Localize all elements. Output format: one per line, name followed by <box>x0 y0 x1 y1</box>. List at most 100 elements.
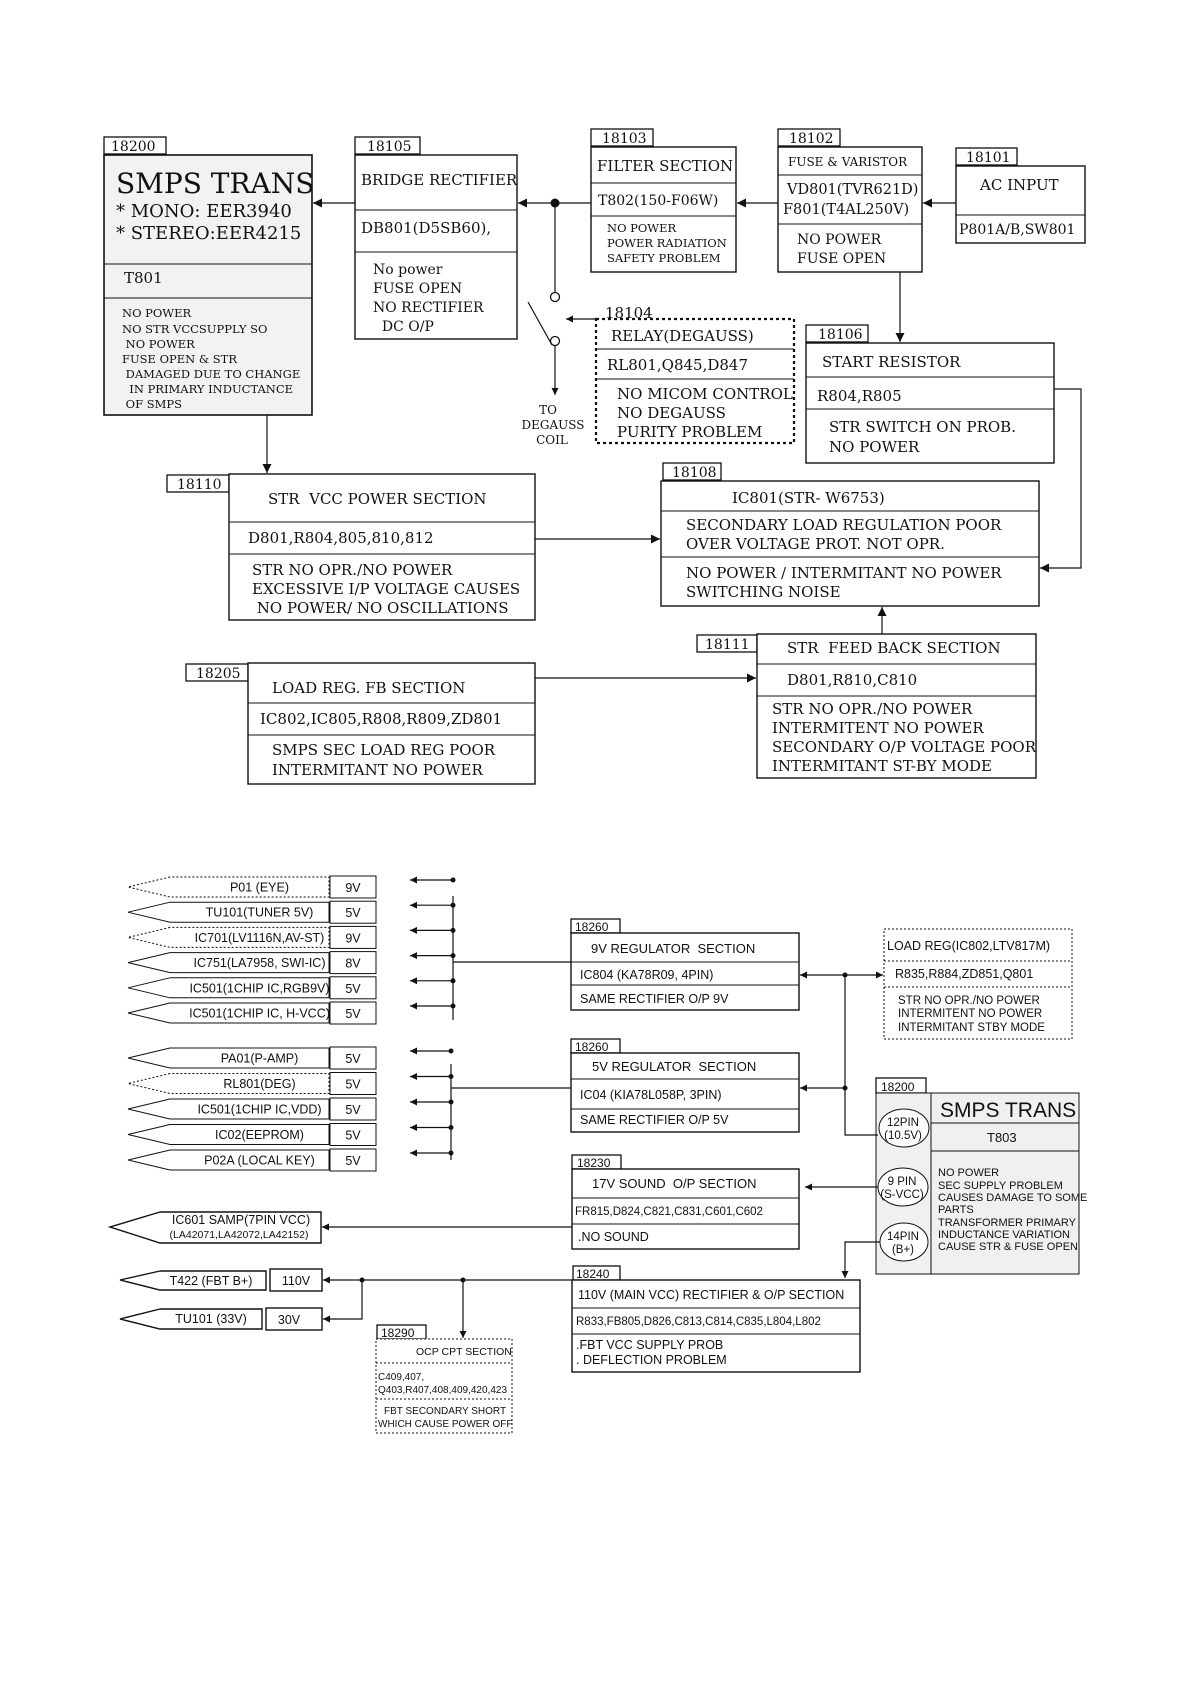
9v-regulator-code: 18260 <box>575 920 609 934</box>
ic801-note: SWITCHING NOISE <box>686 583 841 601</box>
smps-trans-note: NO POWER <box>122 306 192 320</box>
ic601-label: IC601 SAMP(7PIN VCC) <box>172 1213 310 1227</box>
ocp-cpt-code: 18290 <box>381 1326 415 1340</box>
output-row: IC501(1CHIP IC, H-VCC)5V <box>127 1001 456 1025</box>
17v-sound-title: 17V SOUND O/P SECTION <box>592 1176 756 1191</box>
smps-trans-note: NO STR VCCSUPPLY SO <box>122 322 267 336</box>
output-label: IC701(LV1116N,AV-ST) <box>195 931 325 945</box>
17v-sound-block: 18230 17V SOUND O/P SECTION FR815,D824,C… <box>571 1154 800 1250</box>
smps-trans-lower-note: TRANSFORMER PRIMARY <box>938 1217 1077 1229</box>
load-reg-ic802-part: R835,R884,ZD851,Q801 <box>895 967 1033 981</box>
upper-connection-lines <box>262 198 1082 683</box>
str-vcc-power-note: EXCESSIVE I/P VOLTAGE CAUSES <box>252 580 520 598</box>
ocp-cpt-part: C409,407, <box>378 1372 424 1383</box>
voltage-box <box>329 1123 377 1146</box>
filter-section-block: 18103 FILTER SECTION T802(150-F06W) NO P… <box>590 128 737 273</box>
start-resistor-block: 18106 START RESISTOR R804,R805 STR SWITC… <box>805 324 1055 464</box>
voltage-label: 8V <box>345 957 361 971</box>
bridge-rectifier-code: 18105 <box>367 139 412 155</box>
smps-trans-lower-note: SEC SUPPLY PROBLEM <box>938 1180 1063 1192</box>
filter-section-title: FILTER SECTION <box>597 157 733 175</box>
start-resistor-title: START RESISTOR <box>822 353 961 371</box>
output-row: P01 (EYE)9V <box>127 875 456 899</box>
tu101-33v-label: TU101 (33V) <box>175 1312 247 1326</box>
relay-degauss-code: 18104 <box>605 304 653 322</box>
degauss-label-line: DEGAUSS <box>522 418 585 432</box>
ic801-note: NO POWER / INTERMITANT NO POWER <box>686 564 1002 582</box>
voltage-label: 5V <box>345 1129 361 1143</box>
output-label: PA01(P-AMP) <box>221 1052 299 1066</box>
output-row: IC701(LV1116N,AV-ST) 9V <box>127 925 456 949</box>
relay-switch-blade <box>527 301 553 346</box>
str-feedback-code: 18111 <box>705 637 750 653</box>
5v-regulator-code: 18260 <box>575 1040 609 1054</box>
17v-sound-note: .NO SOUND <box>578 1230 649 1244</box>
fuse-varistor-note: FUSE OPEN <box>797 251 886 267</box>
ic801-block: 18108 IC801(STR- W6753) SECONDARY LOAD R… <box>660 462 1040 607</box>
output-row: TU101(TUNER 5V)5V <box>127 900 456 924</box>
9v-regulator-note: SAME RECTIFIER O/P 9V <box>580 992 729 1006</box>
voltage-label: 5V <box>345 1078 361 1092</box>
switch-contact <box>549 335 561 347</box>
str-vcc-power-title: STR VCC POWER SECTION <box>268 490 487 508</box>
bridge-rectifier-note: NO RECTIFIER <box>373 300 484 316</box>
voltage-label: 9V <box>345 931 361 945</box>
9v-regulator-title: 9V REGULATOR SECTION <box>591 941 755 956</box>
smps-trans-note: OF SMPS <box>122 397 182 411</box>
smps-trans-lower-part: T803 <box>987 1130 1017 1145</box>
smps-trans-note: NO POWER <box>122 337 195 351</box>
ic801-mid: SECONDARY LOAD REGULATION POOR <box>686 516 1002 534</box>
pin-14: 14PIN (B+) <box>879 1222 929 1262</box>
str-vcc-power-code: 18110 <box>177 477 222 493</box>
load-reg-ic802-block: LOAD REG(IC802,LTV817M) R835,R884,ZD851,… <box>883 928 1073 1040</box>
str-feedback-note: INTERMITANT ST-BY MODE <box>772 757 992 775</box>
str-feedback-note: INTERMITENT NO POWER <box>772 719 984 737</box>
switch-contact <box>549 291 561 303</box>
output-row: PA01(P-AMP)5V <box>127 1046 454 1070</box>
fuse-varistor-note: NO POWER <box>797 232 882 248</box>
output-row: IC501(1CHIP IC,VDD)5V <box>127 1097 454 1121</box>
load-reg-ic802-note: STR NO OPR./NO POWER <box>898 995 1040 1007</box>
degauss-coil-label: TO DEGAUSS COIL <box>522 403 585 447</box>
str-vcc-power-part: D801,R804,805,810,812 <box>248 529 434 547</box>
voltage-box <box>329 925 377 949</box>
output-row: RL801(DEG) 5V <box>127 1072 454 1095</box>
output-label: RL801(DEG) <box>223 1077 295 1091</box>
smps-trans-title: SMPS TRANS <box>116 167 314 200</box>
output-row: P02A (LOCAL KEY) 5V <box>127 1148 454 1172</box>
relay-degauss-note: PURITY PROBLEM <box>617 423 762 441</box>
5v-regulator-title: 5V REGULATOR SECTION <box>592 1059 756 1074</box>
output-label: IC02(EEPROM) <box>215 1128 304 1142</box>
smps-trans-note: DAMAGED DUE TO CHANGE <box>122 367 300 381</box>
ocp-cpt-part: Q403,R407,408,409,420,423 <box>378 1385 507 1396</box>
output-label: P02A (LOCAL KEY) <box>204 1154 315 1168</box>
str-vcc-power-note: STR NO OPR./NO POWER <box>252 561 453 579</box>
output-label: TU101(TUNER 5V) <box>206 906 314 920</box>
load-reg-fb-note: INTERMITANT NO POWER <box>272 761 483 779</box>
t422-label: T422 (FBT B+) <box>170 1274 253 1288</box>
bridge-rectifier-note: DC O/P <box>373 319 434 335</box>
smps-trans-lower-title: SMPS TRANS <box>940 1099 1076 1122</box>
voltage-box <box>329 1148 377 1172</box>
relay-degauss-note: NO MICOM CONTROL <box>617 385 793 403</box>
pin-12: 12PIN (10.5V) <box>878 1108 930 1148</box>
smps-trans-note: FUSE OPEN & STR <box>122 352 237 366</box>
relay-degauss-note: NO DEGAUSS <box>617 404 726 422</box>
output-arrow-shape <box>127 876 330 898</box>
110v-main-code: 18240 <box>576 1267 610 1281</box>
fuse-varistor-title: FUSE & VARISTOR <box>788 155 908 169</box>
ic801-mid: OVER VOLTAGE PROT. NOT OPR. <box>686 535 945 553</box>
voltage-box <box>329 1097 377 1121</box>
voltage-label: 5V <box>345 1154 361 1168</box>
pin-14-volt: (B+) <box>892 1244 914 1256</box>
load-reg-fb-code: 18205 <box>196 666 241 682</box>
voltage-label: 5V <box>345 1103 361 1117</box>
110v-main-title: 110V (MAIN VCC) RECTIFIER & O/P SECTION <box>578 1288 844 1302</box>
t422-volt: 110V <box>282 1274 311 1288</box>
17v-sound-part: FR815,D824,C821,C831,C601,C602 <box>575 1206 763 1218</box>
filter-section-note: SAFETY PROBLEM <box>607 251 721 265</box>
9v-regulator-part: IC804 (KA78R09, 4PIN) <box>580 968 713 982</box>
voltage-label: 5V <box>345 1007 361 1021</box>
110v-main-note: . DEFLECTION PROBLEM <box>576 1353 727 1367</box>
smps-trans-stereo: * STEREO:EER4215 <box>116 223 301 244</box>
